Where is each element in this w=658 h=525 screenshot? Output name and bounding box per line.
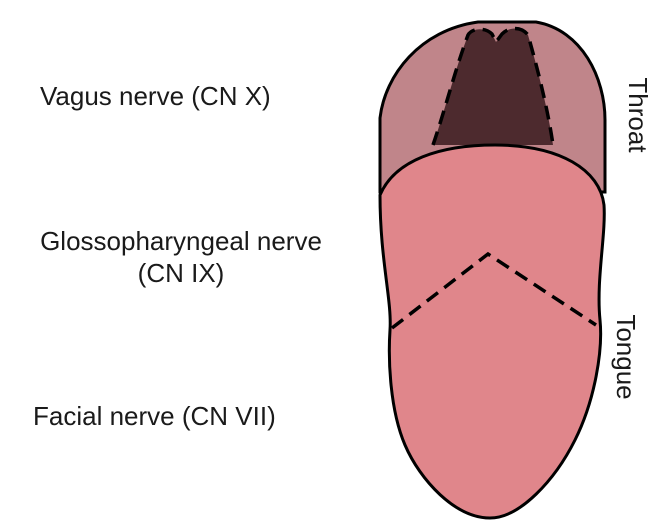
facial-nerve-label: Facial nerve (CN VII) xyxy=(33,400,276,432)
tongue-label: Tongue xyxy=(611,309,641,405)
glossopharyngeal-label-line1: Glossopharyngeal nerve xyxy=(6,225,356,257)
throat-label: Throat xyxy=(623,70,653,160)
glossopharyngeal-label-line2: (CN IX) xyxy=(6,257,356,289)
glossopharyngeal-nerve-label: Glossopharyngeal nerve (CN IX) xyxy=(6,225,356,289)
tongue-body xyxy=(380,145,604,518)
vagus-nerve-label: Vagus nerve (CN X) xyxy=(40,80,271,112)
